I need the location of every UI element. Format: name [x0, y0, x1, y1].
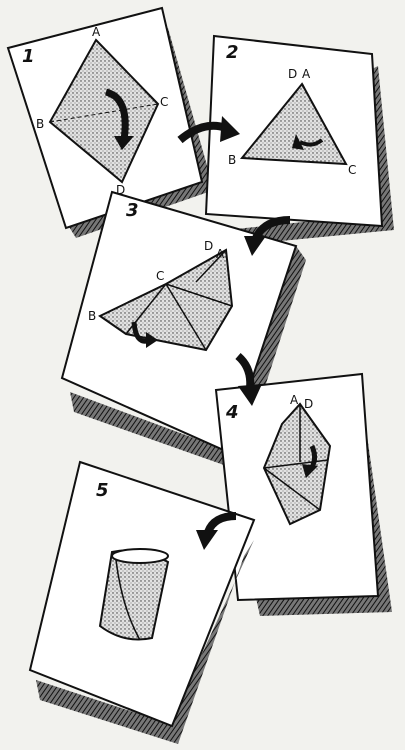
vertex-label-c: C — [348, 163, 356, 177]
step-number: 5 — [96, 480, 109, 501]
vertex-label-b: B — [36, 117, 44, 131]
vertex-label-a: A — [216, 247, 225, 261]
vertex-label-b: B — [228, 153, 236, 167]
vertex-label-c: C — [160, 95, 168, 109]
vertex-label-d: D — [204, 239, 213, 253]
step-number: 3 — [126, 200, 139, 221]
cup-rim — [112, 549, 168, 563]
vertex-label-a: A — [92, 25, 101, 39]
step-number: 4 — [225, 402, 239, 423]
step-number: 1 — [22, 46, 35, 67]
vertex-label-a: A — [290, 393, 299, 407]
vertex-label-c: C — [156, 269, 164, 283]
panel-2: 2 D A B C — [206, 36, 394, 246]
step-number: 2 — [226, 42, 239, 63]
vertex-label-b: B — [88, 309, 96, 323]
panel-4: 4 A D — [216, 374, 392, 616]
vertex-label-a: A — [302, 67, 311, 81]
vertex-label-d: D — [288, 67, 297, 81]
vertex-label-d: D — [304, 397, 313, 411]
panel-5: 5 — [30, 462, 254, 744]
